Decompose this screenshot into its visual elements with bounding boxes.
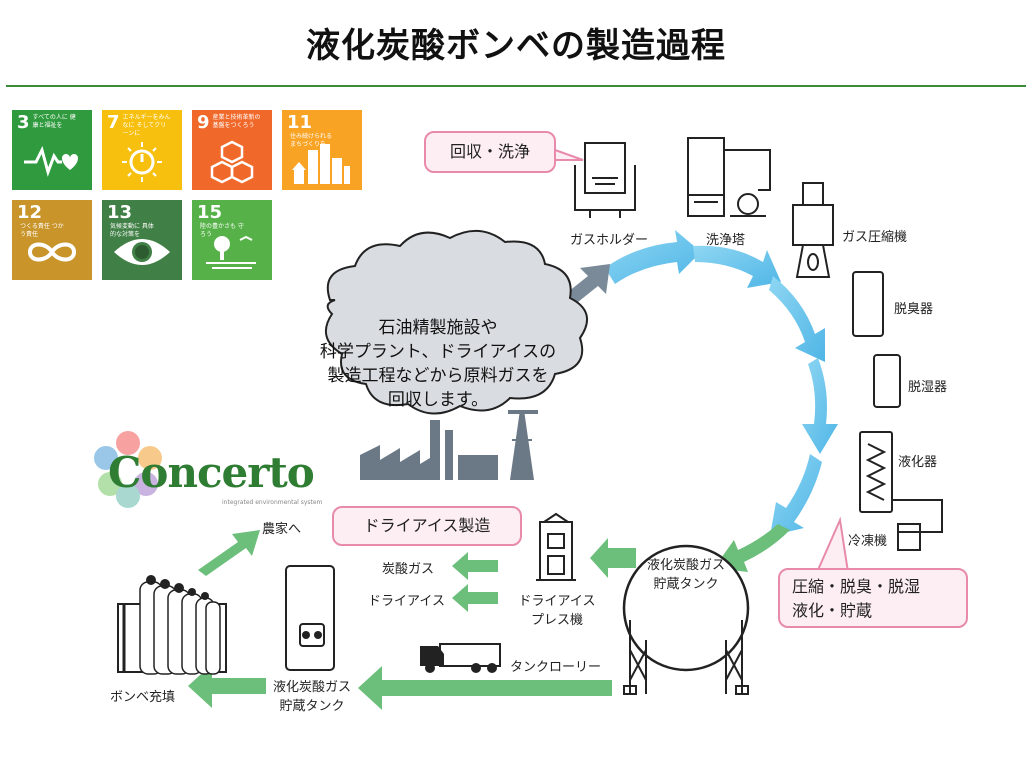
tank-lorry-icon — [420, 643, 501, 673]
cylinders-icon — [117, 575, 227, 675]
sdg-12-icon: 12つくる責任 つかう責任 — [12, 200, 92, 280]
arrow-to-tank — [714, 524, 790, 572]
compressor-icon — [792, 182, 834, 278]
label-refrigerator: 冷凍機 — [848, 534, 888, 549]
label-washer: 洗浄塔 — [706, 233, 746, 248]
cloud-description: 石油精製施設や 科学プラント、ドライアイスの 製造工程などから原料ガスを 回収し… — [319, 318, 557, 410]
deodorizer-icon — [852, 271, 884, 337]
title-divider — [6, 85, 1026, 87]
label-storage-tank: 液化炭酸ガス 貯蔵タンク — [646, 558, 725, 592]
label-carbonic-gas: 炭酸ガス — [382, 562, 435, 577]
washer-icon — [687, 137, 771, 217]
label-dryice-press: ドライアイス プレス機 — [518, 594, 596, 628]
concerto-logo-subtitle: integrated environmental system — [222, 499, 323, 506]
arrows-green — [188, 530, 636, 710]
page-title: 液化炭酸ボンベの製造過程 — [306, 26, 726, 66]
concerto-logo-icon — [94, 431, 162, 508]
label-gas-holder: ガスホルダー — [570, 233, 649, 248]
label-liquefier: 液化器 — [898, 455, 938, 470]
label-to-farmers: 農家へ — [262, 522, 302, 537]
sdg-15-icon: 15陸の豊かさも 守ろう — [192, 200, 272, 280]
small-tank-icon — [285, 565, 335, 671]
label-dehumidifier: 脱湿器 — [908, 380, 948, 395]
label-tank-lorry: タンクローリー — [510, 660, 602, 675]
label-compressor: ガス圧縮機 — [842, 230, 908, 245]
dryice-press-icon — [536, 512, 576, 581]
gas-holder-icon — [574, 142, 636, 218]
source-cloud — [324, 230, 589, 415]
callout-dryice: ドライアイス製造 — [332, 506, 522, 546]
cycle-arrows-blue — [605, 230, 838, 536]
label-small-tank: 液化炭酸ガス 貯蔵タンク — [272, 680, 351, 714]
label-deodorizer: 脱臭器 — [894, 302, 934, 317]
sdg-11-icon: 11住み続けられる まちづくりを — [282, 110, 362, 190]
dehumidifier-icon — [873, 354, 901, 408]
label-cylinder-fill: ボンベ充填 — [110, 690, 176, 705]
sdg-13-icon: 13気候変動に 具体的な対策を — [102, 200, 182, 280]
storage-tank-icon — [622, 544, 750, 695]
liquefier-icon — [859, 431, 943, 551]
callout-collect: 回収・洗浄 — [424, 131, 556, 173]
concerto-logo: Concerto — [108, 448, 315, 497]
factory-icon — [360, 410, 538, 480]
callout-compress: 圧縮・脱臭・脱湿 液化・貯蔵 — [778, 568, 968, 628]
label-dry-ice: ドライアイス — [368, 594, 445, 609]
